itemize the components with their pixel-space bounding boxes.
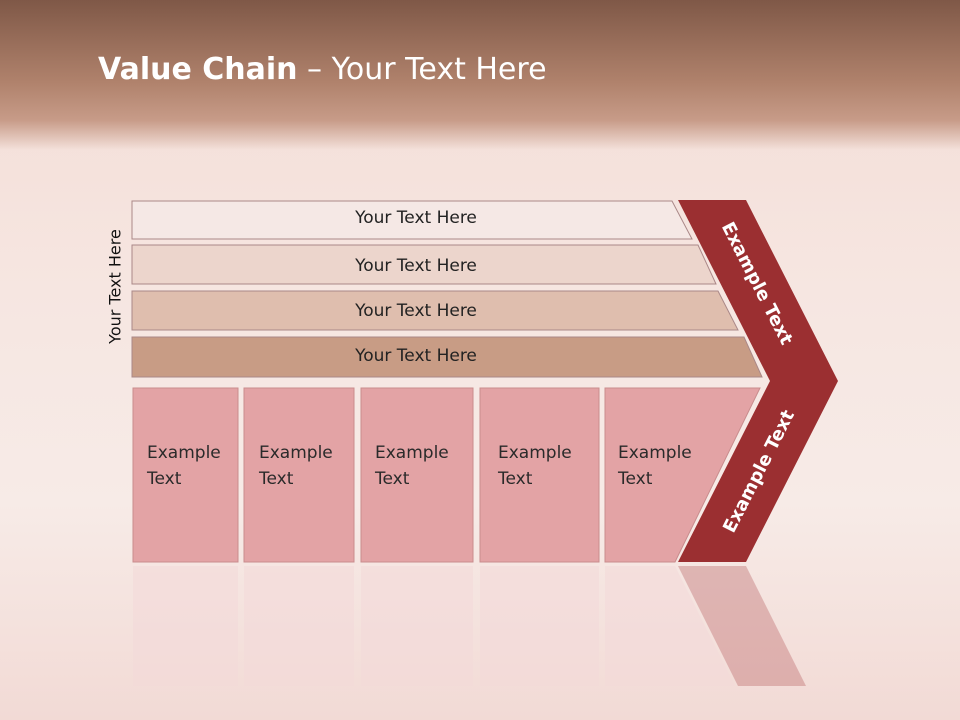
box-reflection bbox=[244, 566, 354, 686]
box-line1: Example bbox=[147, 443, 221, 463]
box-5 bbox=[604, 387, 761, 563]
box-2 bbox=[243, 387, 355, 563]
box-reflection bbox=[361, 566, 473, 686]
box-line2: Text bbox=[147, 469, 182, 489]
title-rest: – Your Text Here bbox=[297, 52, 547, 87]
box-line1: Example bbox=[259, 443, 333, 463]
box-1 bbox=[132, 387, 239, 563]
box-line1: Example bbox=[498, 443, 572, 463]
box-line2: Text bbox=[375, 469, 410, 489]
box-reflection bbox=[605, 566, 735, 686]
row-label-1: Your Text Here bbox=[355, 208, 477, 228]
row-bar-3 bbox=[131, 290, 739, 331]
header-band bbox=[0, 0, 960, 150]
box-4 bbox=[479, 387, 600, 563]
row-label-3: Your Text Here bbox=[355, 301, 477, 321]
box-line2: Text bbox=[618, 469, 653, 489]
box-line1: Example bbox=[375, 443, 449, 463]
box-line1: Example bbox=[618, 443, 692, 463]
row-label-2: Your Text Here bbox=[355, 256, 477, 276]
row-bar-2 bbox=[131, 244, 717, 285]
row-label-4: Your Text Here bbox=[355, 346, 477, 366]
box-line2: Text bbox=[498, 469, 533, 489]
box-line2: Text bbox=[259, 469, 294, 489]
box-reflection bbox=[480, 566, 599, 686]
chevron-arrow bbox=[678, 200, 838, 562]
title-bold: Value Chain bbox=[98, 52, 298, 87]
chevron-reflection bbox=[678, 566, 806, 686]
box-3 bbox=[360, 387, 474, 563]
row-bar-4 bbox=[131, 336, 763, 378]
slide-title: Value Chain – Your Text Here bbox=[98, 52, 547, 87]
box-reflection bbox=[133, 566, 238, 686]
row-bar-1 bbox=[131, 200, 693, 240]
